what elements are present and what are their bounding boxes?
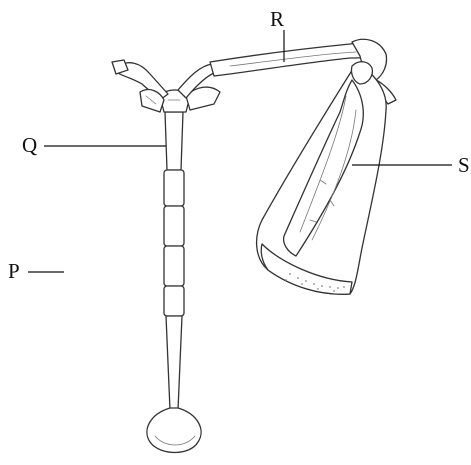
scapula-s <box>257 62 387 295</box>
label-p-text: P <box>8 259 20 283</box>
label-q-text: Q <box>22 133 37 157</box>
label-q: Q <box>22 133 166 157</box>
label-r-text: R <box>270 7 284 31</box>
sternum <box>147 90 201 453</box>
label-p: P <box>8 259 64 283</box>
label-s-text: S <box>458 153 470 177</box>
